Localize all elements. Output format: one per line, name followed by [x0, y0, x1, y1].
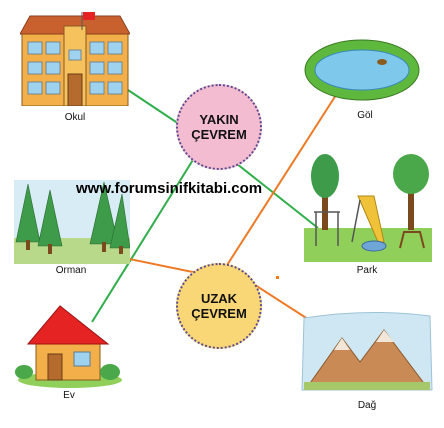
- mountain-icon: [301, 311, 433, 391]
- forest-icon: [14, 180, 130, 264]
- home-icon: [15, 305, 122, 388]
- label-school: Okul: [64, 112, 86, 123]
- school-icon: [20, 12, 130, 106]
- park-icon: [304, 154, 432, 262]
- line-lake-far: [221, 94, 337, 274]
- lake-icon: [304, 39, 420, 101]
- orange-dot: [276, 276, 279, 279]
- label-forest: Orman: [55, 265, 87, 276]
- near-hub-line2: ÇEVREM: [191, 127, 247, 142]
- far-environment-hub: UZAK ÇEVREM: [176, 263, 262, 349]
- label-mountain: Dağ: [357, 400, 377, 411]
- near-environment-hub: YAKIN ÇEVREM: [176, 84, 262, 170]
- label-lake: Göl: [357, 110, 373, 121]
- line-home-near: [91, 154, 197, 323]
- label-home: Ev: [63, 390, 75, 401]
- watermark-text: www.forumsinifkitabi.com: [76, 180, 263, 197]
- far-hub-line2: ÇEVREM: [191, 306, 247, 321]
- line-school-near: [127, 89, 186, 129]
- label-park: Park: [356, 265, 378, 276]
- near-hub-line1: YAKIN: [199, 112, 239, 127]
- far-hub-line1: UZAK: [200, 291, 238, 306]
- line-park-near: [231, 159, 319, 229]
